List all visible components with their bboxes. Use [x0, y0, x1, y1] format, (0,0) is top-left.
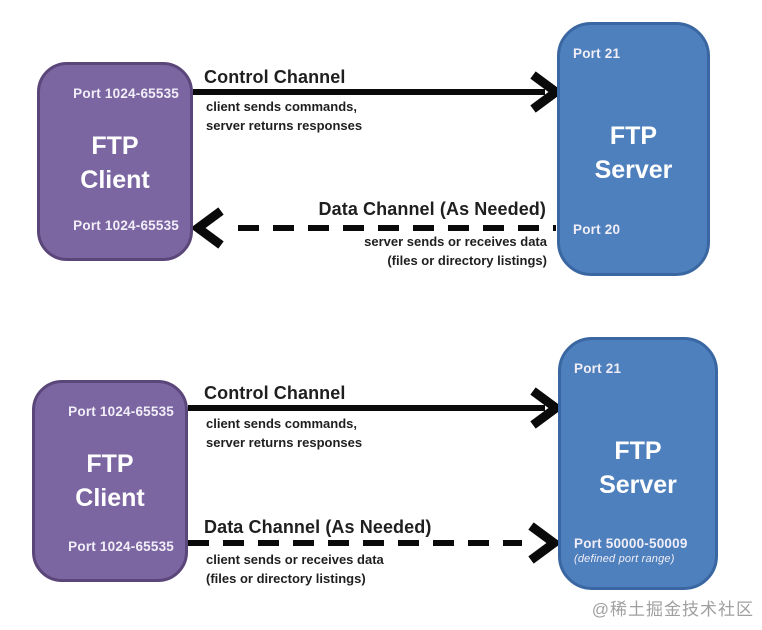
- server-control-port-label: Port 21: [574, 361, 622, 376]
- client-title: FTP Client: [75, 450, 145, 512]
- ftp-server-box: Port 21 FTP Server Port 20: [557, 22, 710, 276]
- server-data-port-label: Port 50000-50009: [574, 536, 688, 551]
- control-channel-description: client sends commands, server returns re…: [206, 416, 363, 450]
- data-channel-description: server sends or receives data (files or …: [364, 234, 547, 268]
- server-control-port-label: Port 21: [573, 46, 621, 61]
- client-control-port-label: Port 1024-65535: [73, 86, 179, 101]
- client-control-port-label: Port 1024-65535: [68, 404, 174, 419]
- ftp-client-box: Port 1024-65535 FTP Client Port 1024-655…: [32, 380, 188, 582]
- data-channel-title: Data Channel (As Needed): [318, 199, 546, 219]
- server-data-port-note: (defined port range): [574, 553, 675, 565]
- data-channel-title: Data Channel (As Needed): [204, 517, 432, 537]
- control-channel-description: client sends commands, server returns re…: [206, 99, 363, 133]
- site-watermark: @稀土掘金技术社区: [591, 600, 754, 619]
- server-data-port-label: Port 20: [573, 222, 621, 237]
- control-channel-title: Control Channel: [204, 67, 346, 87]
- server-data-port-group: Port 50000-50009 (defined port range): [574, 536, 688, 565]
- server-title: FTP Server: [594, 122, 673, 184]
- data-channel-description: client sends or receives data (files or …: [206, 552, 384, 586]
- client-title: FTP Client: [80, 132, 150, 194]
- client-data-port-label: Port 1024-65535: [73, 218, 179, 233]
- ftp-server-box: Port 21 FTP Server Port 50000-50009 (def…: [558, 337, 718, 590]
- ftp-client-box: Port 1024-65535 FTP Client Port 1024-655…: [37, 62, 193, 261]
- control-channel-title: Control Channel: [204, 383, 346, 403]
- client-data-port-label: Port 1024-65535: [68, 539, 174, 554]
- server-title: FTP Server: [599, 437, 677, 499]
